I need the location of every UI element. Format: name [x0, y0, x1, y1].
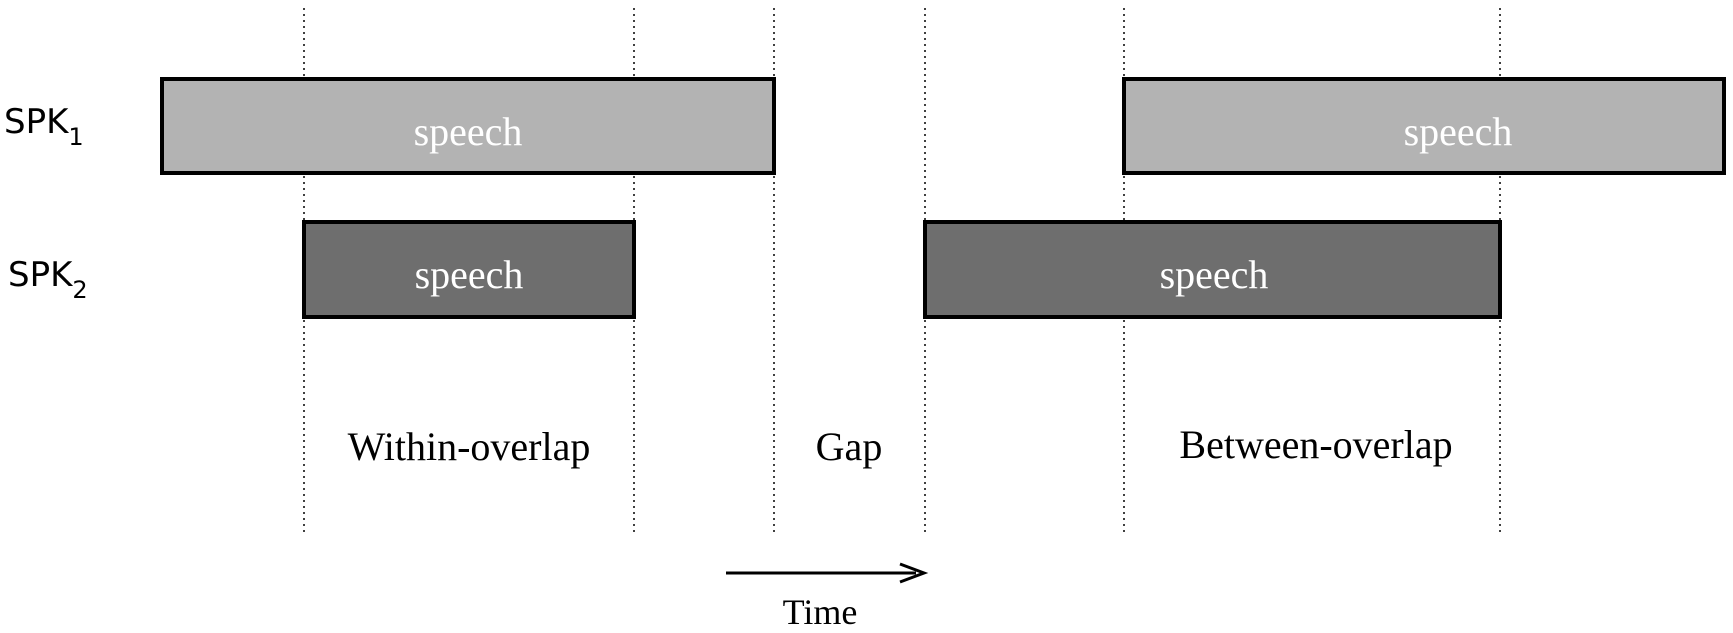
guide-lines: [303, 8, 1501, 535]
spk2-segment-first: speech: [302, 220, 636, 319]
within-overlap-label: Within-overlap: [348, 424, 591, 469]
spk1-segment-first: speech: [160, 77, 776, 175]
speech-bar: [160, 77, 776, 175]
speech-label: speech: [1404, 109, 1513, 154]
speech-bar: [302, 220, 636, 319]
speaker-1-label: SPK1: [4, 102, 84, 151]
spk1-segment-second: speech: [1122, 77, 1726, 175]
time-label: Time: [783, 592, 858, 632]
speech-bar: [923, 220, 1502, 319]
speaker-2-label: SPK2: [8, 255, 88, 304]
speech-bar: [1122, 77, 1726, 175]
time-arrow: [726, 562, 929, 584]
between-overlap-label: Between-overlap: [1179, 422, 1452, 467]
gap-label: Gap: [816, 424, 883, 469]
speech-label: speech: [1160, 252, 1269, 297]
arrow-head-icon: [899, 562, 929, 584]
speech-label: speech: [415, 252, 524, 297]
speech-label: speech: [414, 109, 523, 154]
spk2-segment-second: speech: [923, 220, 1502, 319]
